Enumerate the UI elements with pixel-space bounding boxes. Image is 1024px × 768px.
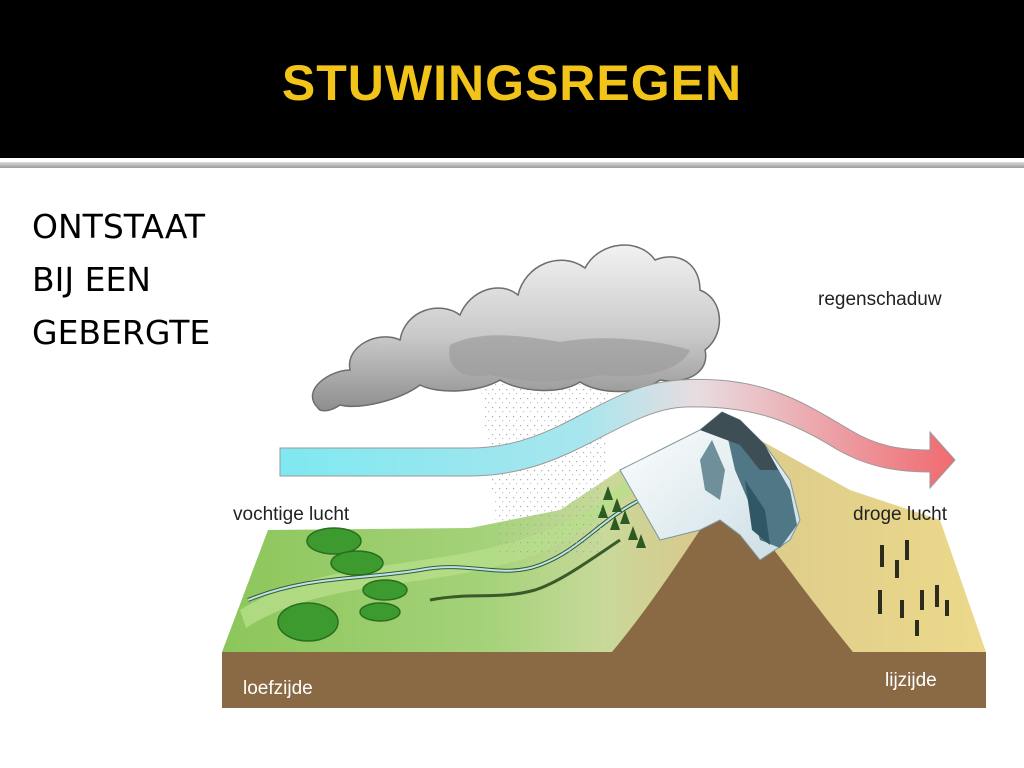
title-divider	[0, 162, 1024, 168]
forest-patches	[277, 527, 408, 642]
rain-cloud	[311, 244, 721, 412]
body-text: ONTSTAAT BIJ EEN GEBERGTE	[32, 200, 210, 359]
body-line-2: BIJ EEN	[32, 260, 151, 299]
label-vochtige-lucht: vochtige lucht	[233, 504, 350, 525]
mountain-peak	[619, 411, 801, 561]
dry-vegetation	[878, 540, 949, 636]
label-loefzijde: loefzijde	[243, 678, 313, 699]
label-lijzijde: lijzijde	[885, 670, 937, 691]
body-line-3: GEBERGTE	[32, 313, 211, 352]
label-droge-lucht: droge lucht	[853, 504, 948, 525]
title-bar	[0, 0, 1024, 158]
mountain-section	[560, 510, 900, 708]
airflow-arrow	[279, 378, 956, 490]
body-line-1: ONTSTAAT	[32, 207, 206, 246]
label-regenschaduw: regenschaduw	[818, 289, 942, 310]
slide-title: STUWINGSREGEN	[281, 55, 743, 111]
